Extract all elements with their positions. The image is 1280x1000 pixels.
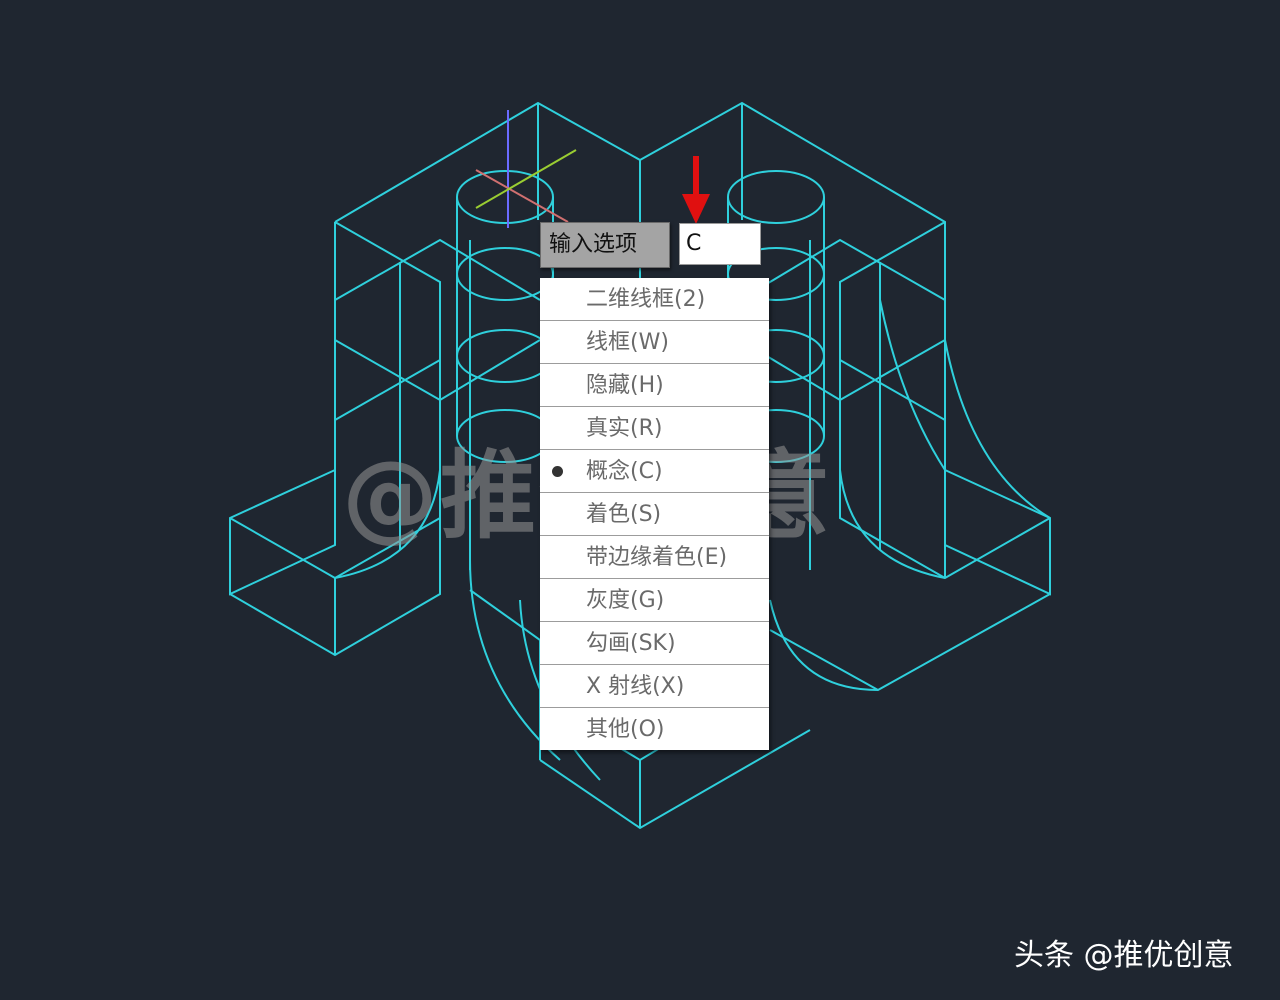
menu-item-shaded-with-edges[interactable]: 带边缘着色(E) [540,536,769,579]
menu-item-other[interactable]: 其他(O) [586,717,665,742]
option-input-field[interactable]: C [679,223,761,265]
menu-item-grayscale[interactable]: 灰度(G) [540,579,769,622]
visual-style-options-menu: 二维线框(2) 线框(W) 隐藏(H) 真实(R) 概念(C) 着色(S) 带边… [540,278,769,750]
menu-item-2d-wireframe[interactable]: 二维线框(2) [540,278,769,321]
menu-item-realistic[interactable]: 真实(R) [540,407,769,450]
menu-item-conceptual[interactable]: 概念(C) [540,450,769,493]
red-down-arrow-icon [682,156,710,224]
input-options-label: 输入选项 [540,222,670,268]
ucs-axes-icon [475,110,577,228]
source-credit: 头条 @推优创意 [1014,938,1234,973]
selected-bullet-icon [552,466,563,477]
menu-item-wireframe[interactable]: 线框(W) [540,321,769,364]
menu-item-hidden[interactable]: 隐藏(H) [540,364,769,407]
menu-item-x-ray[interactable]: X 射线(X) [540,665,769,708]
menu-item-sketchy[interactable]: 勾画(SK) [540,622,769,665]
menu-item-shaded[interactable]: 着色(S) [540,493,769,536]
